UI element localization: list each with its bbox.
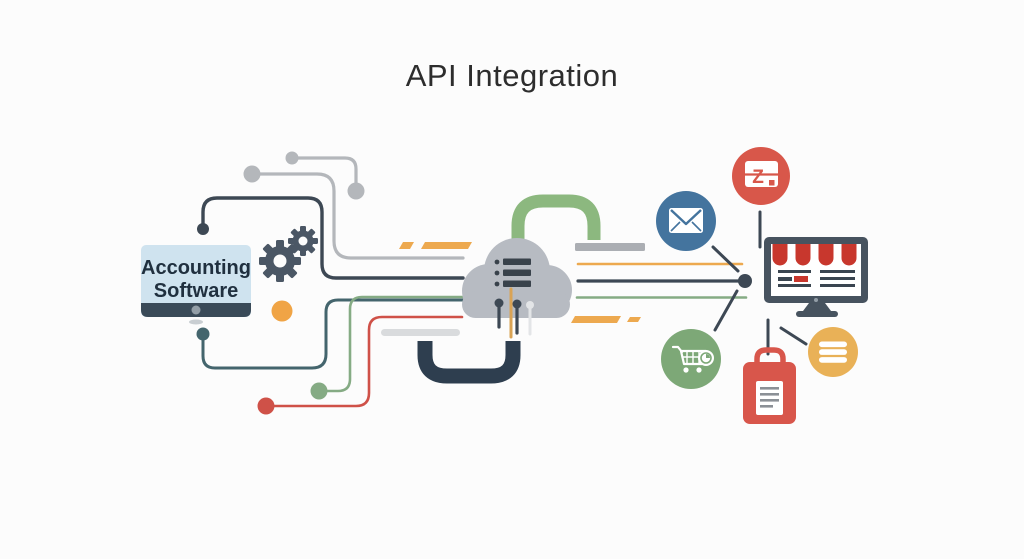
connector-email (711, 245, 740, 273)
z-app-icon: Z (732, 147, 790, 205)
monitor-stand-shadow (189, 319, 203, 325)
accounting-label-line2: Software (154, 280, 238, 302)
envelope-body (669, 208, 703, 233)
bag-receipt (756, 381, 783, 415)
connector-cart (713, 289, 739, 332)
storefront-monitor-icon (764, 237, 868, 317)
z-letter: Z (752, 167, 764, 188)
wire-endpoint-dot (196, 327, 210, 341)
receipt-lines (760, 387, 779, 408)
wire-endpoint-dot (310, 382, 328, 400)
wire-endpoint-dot (347, 182, 365, 200)
wire-red (257, 315, 464, 415)
cloud-hub-icon (462, 238, 572, 339)
connector-stack (779, 326, 808, 346)
light-bar (381, 329, 460, 336)
monitor-screen (141, 245, 251, 317)
wire-endpoint-dot (243, 165, 261, 183)
gears-icon (259, 226, 318, 282)
green-arch (511, 194, 601, 240)
orange-dot (271, 300, 293, 322)
store-text-lines (778, 270, 855, 287)
accounting-monitor: Accounting Software (141, 245, 251, 325)
wire-green (310, 295, 465, 400)
monitor-camera-dot (191, 305, 201, 315)
wire-endpoint-dot (285, 151, 299, 165)
stacked-lines-icon (808, 327, 858, 377)
wire-teal (196, 298, 465, 370)
right-rails (571, 243, 748, 323)
store-stand (803, 303, 831, 311)
cloud-pins (494, 287, 534, 339)
hub-node (738, 274, 752, 288)
store-awning (772, 244, 857, 266)
dash (421, 242, 472, 249)
cart-sync-badge (698, 350, 714, 366)
store-base (796, 311, 838, 317)
page-title: API Integration (405, 58, 619, 93)
navy-u-pipe (417, 341, 521, 384)
wire-dark (197, 196, 465, 280)
gray-bar (575, 243, 645, 251)
email-icon (656, 191, 716, 251)
dash (627, 317, 641, 322)
wire-gray-short (285, 151, 365, 200)
shopping-bag-icon (743, 347, 796, 424)
shopping-cart-icon (661, 329, 721, 389)
wire-gray-long (243, 165, 465, 260)
data-dashes-left (399, 242, 472, 249)
accounting-label-line1: Accounting (141, 257, 251, 279)
bag-handle (754, 347, 786, 364)
envelope-flap (670, 209, 702, 226)
dash (571, 316, 621, 323)
data-dashes-right (571, 316, 641, 323)
list-glyph-icon (494, 258, 531, 287)
wire-endpoint-dot (197, 223, 209, 235)
dash (399, 242, 414, 249)
wire-endpoint-dot (257, 397, 275, 415)
